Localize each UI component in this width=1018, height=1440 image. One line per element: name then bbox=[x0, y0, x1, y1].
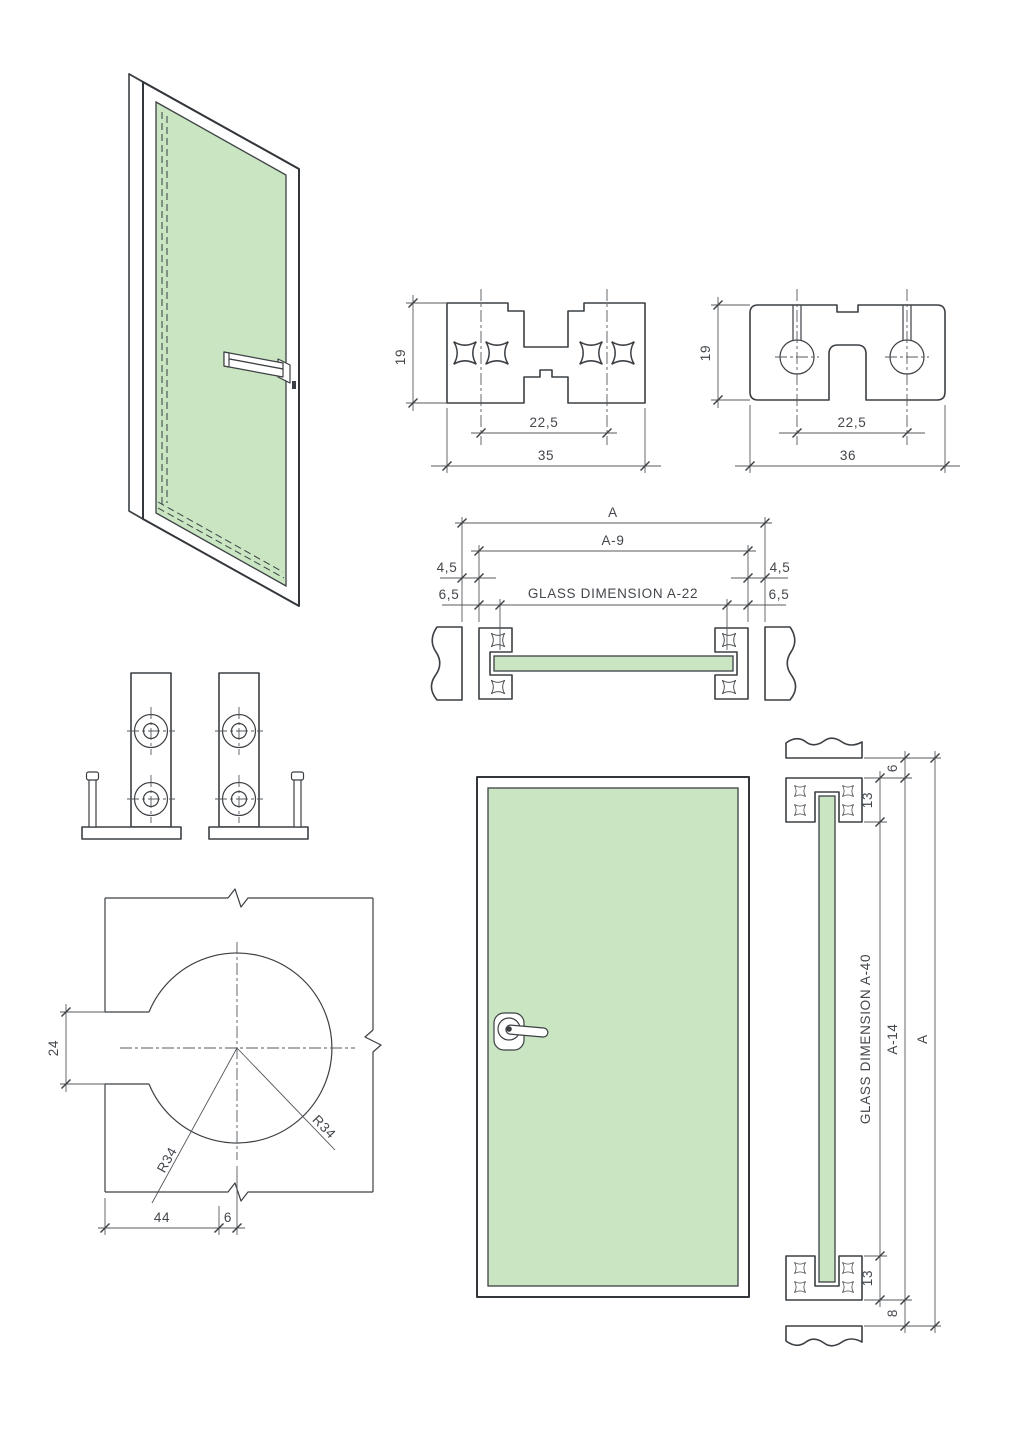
door-elevation-view bbox=[476, 776, 750, 1298]
glass-panel-elevation bbox=[487, 787, 739, 1287]
round-profile-outline bbox=[749, 304, 946, 401]
dim-slot-height: 24 bbox=[46, 1040, 61, 1056]
dim-overall-height: A bbox=[915, 1034, 930, 1044]
door-handle-elevation bbox=[493, 1012, 549, 1051]
dim-gap-left: 4,5 bbox=[437, 560, 458, 575]
glass-dimension-label-h: GLASS DIMENSION A-22 bbox=[528, 586, 698, 601]
hinge-bracket-right-view bbox=[208, 672, 309, 840]
isometric-door-view bbox=[128, 73, 300, 607]
hinge-bracket-left-view bbox=[81, 672, 182, 840]
hole-detail-dimensions: R34 R34 24 44 6 bbox=[46, 1004, 339, 1235]
glass-panel-vertical bbox=[818, 795, 836, 1283]
dim-inset-left: 6,5 bbox=[439, 587, 460, 602]
dim-h-profile-height: 19 bbox=[393, 349, 408, 365]
wall-break-bottom bbox=[785, 1325, 863, 1347]
wall-break-top bbox=[785, 737, 863, 759]
bracket-base bbox=[208, 826, 309, 840]
door-handle-iso bbox=[223, 351, 291, 384]
dim-hole-edge: 6 bbox=[224, 1210, 232, 1225]
h-profile-dimensions: 19 22,5 35 bbox=[393, 295, 661, 473]
dim-bottom-gap: 8 bbox=[885, 1309, 900, 1317]
h-profile-section-view: 19 22,5 35 bbox=[393, 289, 661, 473]
bottom-rail-profile bbox=[785, 1255, 863, 1301]
dim-frame-width: A-9 bbox=[601, 533, 624, 548]
lock-slot bbox=[292, 381, 296, 389]
fixing-pin bbox=[88, 778, 97, 828]
dim-h-profile-centers: 22,5 bbox=[530, 415, 559, 430]
dim-inner-height: A-14 bbox=[885, 1023, 900, 1054]
pin-head bbox=[290, 771, 305, 781]
handle-hole-detail-view: R34 R34 24 44 6 bbox=[46, 888, 382, 1235]
door-side-face bbox=[128, 73, 144, 520]
dim-bottom-profile: 13 bbox=[860, 1270, 875, 1286]
dim-round-profile-width: 36 bbox=[840, 448, 856, 463]
wall-break-right bbox=[764, 626, 797, 701]
dim-opening-overall: A bbox=[608, 505, 618, 520]
glass-panel-iso bbox=[155, 100, 287, 588]
dim-inset-right: 6,5 bbox=[769, 587, 790, 602]
dim-radius-right: R34 bbox=[310, 1112, 339, 1142]
glass-dimension-label-v: GLASS DIMENSION A-40 bbox=[858, 954, 873, 1124]
glass-panel-section bbox=[493, 655, 734, 672]
dim-top-profile: 13 bbox=[860, 792, 875, 808]
dim-h-profile-width: 35 bbox=[538, 448, 554, 463]
horizontal-section-dimensions: A A-9 4,5 4,5 6,5 GLASS DIMENSION A-22 6… bbox=[437, 505, 791, 650]
top-rail-profile bbox=[785, 777, 863, 823]
pin-head bbox=[85, 771, 100, 781]
wall-break-left bbox=[430, 626, 463, 701]
round-profile-dimensions: 19 22,5 36 bbox=[698, 297, 960, 473]
dim-radius-left: R34 bbox=[154, 1144, 180, 1175]
h-profile-outline bbox=[446, 302, 646, 404]
round-profile-section-view: 19 22,5 36 bbox=[698, 289, 960, 473]
fixing-pin bbox=[293, 778, 302, 828]
vertical-glazing-section-view: 13 GLASS DIMENSION A-40 13 6 A-14 8 A bbox=[785, 737, 941, 1347]
dim-gap-right: 4,5 bbox=[770, 560, 791, 575]
horizontal-glazing-section-view: A A-9 4,5 4,5 6,5 GLASS DIMENSION A-22 6… bbox=[430, 505, 797, 701]
vertical-section-dimensions: 13 GLASS DIMENSION A-40 13 6 A-14 8 A bbox=[858, 751, 941, 1333]
hole-detail-outline bbox=[104, 888, 382, 1202]
dim-hole-offset: 44 bbox=[154, 1210, 170, 1225]
bracket-base bbox=[81, 826, 182, 840]
dim-top-gap: 6 bbox=[885, 764, 900, 772]
dim-round-profile-centers: 22,5 bbox=[838, 415, 867, 430]
dim-round-profile-height: 19 bbox=[698, 345, 713, 361]
